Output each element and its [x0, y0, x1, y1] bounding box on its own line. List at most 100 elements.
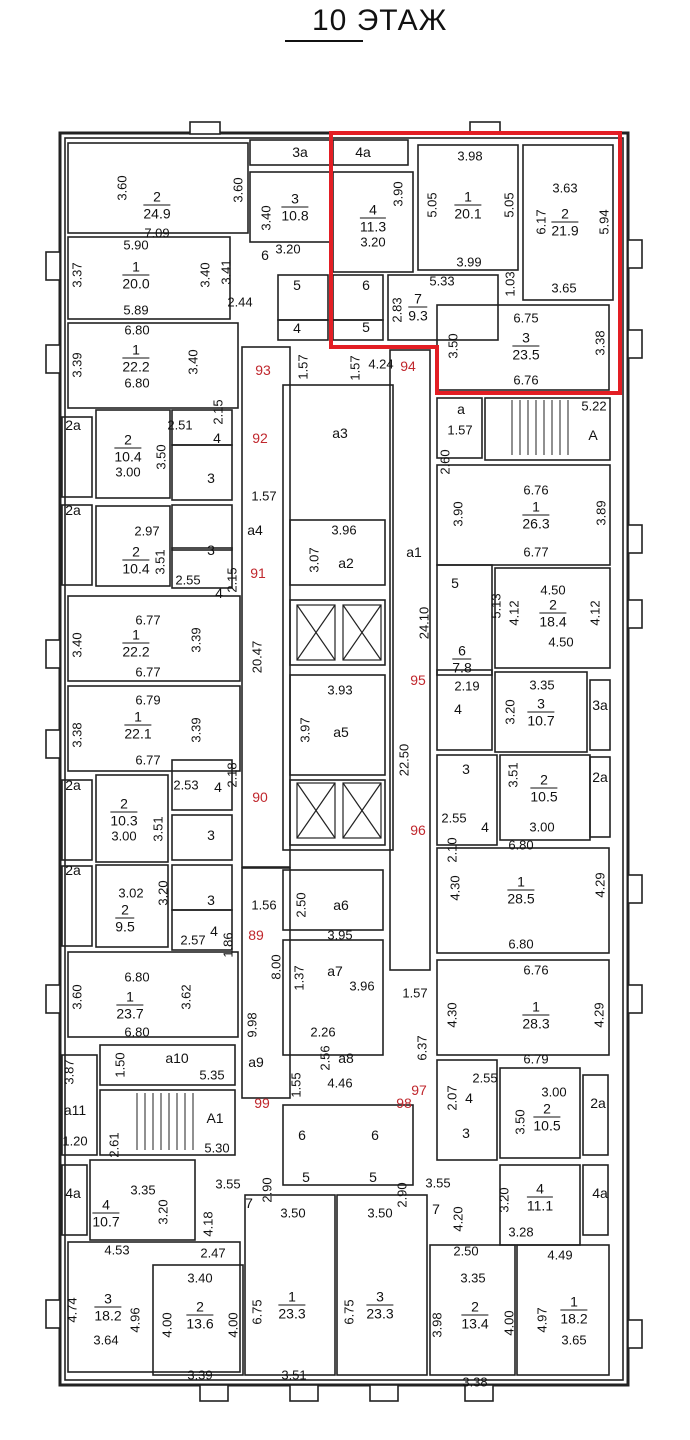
room-area: 11.1: [526, 1197, 554, 1214]
apartment-number-label[interactable]: 93: [255, 362, 271, 378]
dimension-label: 2.90: [394, 1182, 410, 1208]
room-wall: [61, 504, 93, 586]
elevator-shaft: [296, 782, 336, 839]
dimension-label: 3.55: [215, 1176, 241, 1192]
dimension-label: 6.79: [135, 692, 161, 708]
dimension-label: 2.15: [224, 567, 240, 593]
dimension-label: 3.39: [188, 627, 204, 653]
dimension-label: 4.30: [447, 875, 463, 901]
dimension-label: 2.50: [453, 1243, 479, 1259]
apartment-number-label[interactable]: 91: [250, 565, 266, 581]
room-number: 2: [143, 190, 171, 206]
dimension-label: 6.80: [508, 936, 534, 952]
room-number: 2: [114, 433, 142, 449]
room-number: 3: [94, 1292, 122, 1308]
room-number: 2: [530, 773, 558, 789]
room-area: 10.8: [281, 207, 309, 224]
dimension-label: 3.65: [561, 1332, 587, 1348]
room-wall: [289, 599, 386, 666]
room-number: 2: [115, 903, 135, 919]
dimension-label: 4.46: [327, 1075, 353, 1091]
balcony-window: [627, 1319, 643, 1349]
room-wall: [171, 504, 233, 551]
room-code-label: 4а: [65, 1185, 81, 1201]
apartment-number-label[interactable]: 92: [252, 430, 268, 446]
dimension-label: 3.50: [512, 1109, 528, 1135]
dimension-label: 5.90: [123, 237, 149, 253]
room-wall: [516, 1244, 610, 1376]
dimension-label: 9.98: [244, 1012, 260, 1038]
room-number: 1: [122, 260, 150, 276]
selected-apartment-highlight[interactable]: [329, 131, 622, 395]
dimension-label: 3.38: [462, 1374, 488, 1390]
dimension-label: 3.20: [496, 1187, 512, 1213]
room-wall: [89, 1159, 196, 1241]
dimension-label: 6.76: [523, 482, 549, 498]
room-wall: [387, 274, 499, 341]
room-area: 18.2: [94, 1307, 122, 1324]
room-wall: [289, 779, 386, 846]
dimension-label: 2.53: [173, 777, 199, 793]
dimension-label: 6.80: [124, 1024, 150, 1040]
apartment-number-label[interactable]: 90: [252, 789, 268, 805]
room-wall: [436, 464, 611, 566]
dimension-label: 3.60: [69, 984, 85, 1010]
room-code-label: 2а: [590, 1095, 606, 1111]
dimension-label: 6.80: [124, 969, 150, 985]
room-wall: [494, 567, 611, 669]
room-code-label: 4: [215, 585, 223, 601]
dimension-label: 5.94: [596, 209, 612, 235]
room-wall: [484, 397, 611, 461]
room-wall: [244, 1194, 336, 1376]
room-area: 10.3: [110, 812, 138, 829]
balcony-window: [289, 1384, 319, 1402]
room-area: 20.1: [454, 205, 482, 222]
dimension-label: 4.50: [540, 582, 566, 598]
room-wall: [589, 756, 611, 838]
balcony-window: [45, 251, 61, 281]
dimension-label: 3.63: [552, 180, 578, 196]
dimension-label: 2.47: [200, 1245, 226, 1261]
dimension-label: 2.50: [293, 892, 309, 918]
room-area: 24.9: [143, 205, 171, 222]
dimension-label: 3.00: [529, 819, 555, 835]
room-number: 1: [454, 190, 482, 206]
room-wall: [332, 319, 384, 341]
room-number: 7: [408, 292, 428, 308]
apartment-number-label[interactable]: 89: [248, 927, 264, 943]
dimension-label: 6.37: [414, 1035, 430, 1061]
room-area: 11.3: [359, 218, 387, 235]
apartment-number-label[interactable]: 95: [410, 672, 426, 688]
room-number: 2: [533, 1102, 561, 1118]
dimension-label: 3.35: [460, 1270, 486, 1286]
apartment-number-label[interactable]: 94: [400, 358, 416, 374]
room-wall: [95, 505, 171, 587]
apartment-number-label[interactable]: 98: [396, 1095, 412, 1111]
dimension-label: 3.35: [130, 1182, 156, 1198]
dimension-label: 4.97: [534, 1307, 550, 1333]
dimension-label: 3.90: [450, 501, 466, 527]
dimension-label: 2.90: [259, 1177, 275, 1203]
dimension-label: 6.77: [523, 544, 549, 560]
room-code-label: 4: [465, 1090, 473, 1106]
apartment-number-label[interactable]: 97: [411, 1082, 427, 1098]
dimension-label: 2.18: [224, 762, 240, 788]
dimension-label: 3.51: [281, 1367, 307, 1383]
apartment-number-label[interactable]: 96: [410, 822, 426, 838]
apartment-number-label[interactable]: 99: [254, 1095, 270, 1111]
dimension-label: 4.53: [104, 1242, 130, 1258]
dimension-label: 4.00: [501, 1310, 517, 1336]
elevator-cross: [342, 604, 382, 661]
dimension-label: 5.05: [501, 192, 517, 218]
dimension-label: 5.33: [429, 273, 455, 289]
room-number: 1: [122, 628, 150, 644]
room-area: 10.4: [122, 560, 150, 577]
room-area: 7.8: [452, 659, 472, 676]
room-wall: [436, 754, 498, 846]
dimension-label: 3.87: [61, 1059, 77, 1085]
